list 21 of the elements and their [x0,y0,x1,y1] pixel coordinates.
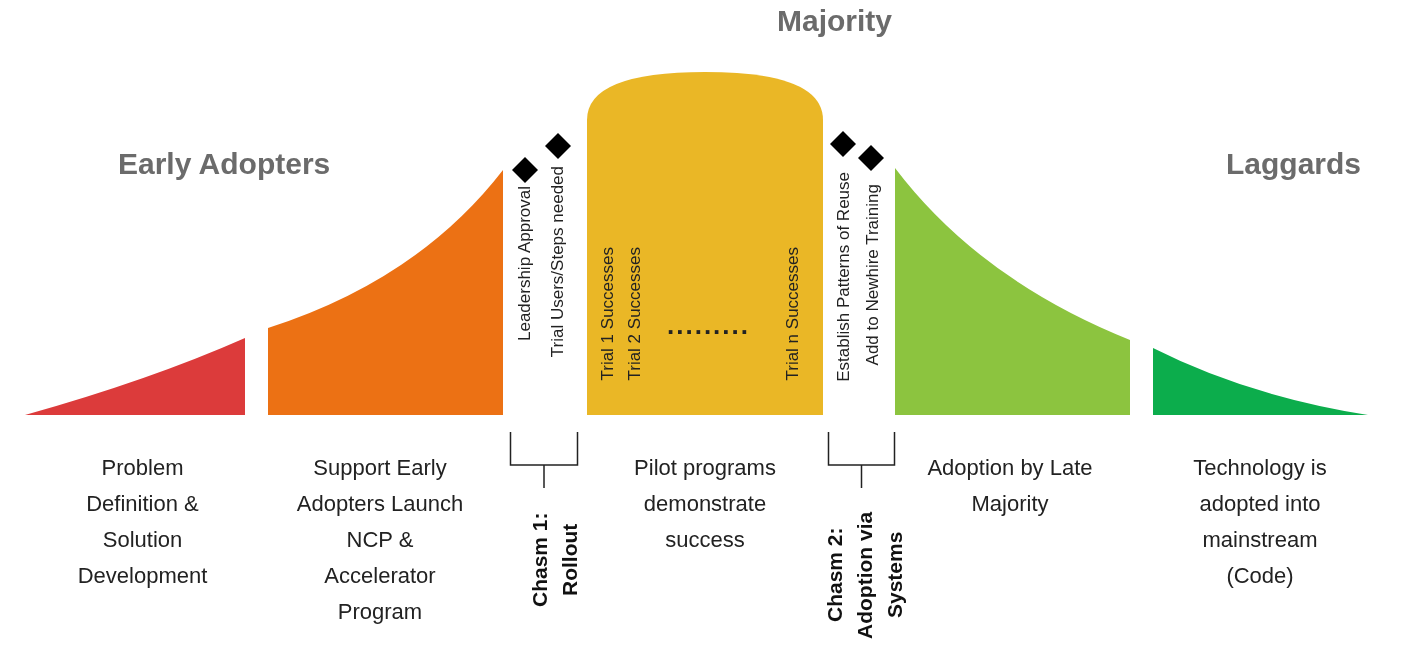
description-text: Technology is adopted into mainstream (Code) [1192,454,1328,590]
rotated-label: Add to Newhire Training [864,184,881,366]
rotated-label: Establish Patterns of Reuse [835,172,852,382]
heading-text: Majority [777,4,893,38]
curve-segment [1153,348,1368,415]
ellipsis-text: ......... [667,310,750,341]
rotated-label: Trial 1 Successes [599,247,616,381]
description-text: Adoption by Late Majority [926,454,1094,518]
rotated-label: Trial n Successes [784,247,801,381]
curve-segment [587,72,823,415]
chasm-label: Chasm 1: Rollout [527,511,582,610]
curve-segment [895,168,1130,415]
rotated-label: Trial Users/Steps needed [549,166,566,358]
curve-segment [25,338,245,415]
description-text: Pilot programs demonstrate success [633,454,777,554]
description-text: Support Early Adopters Launch NCP & Accelerator Program [295,454,465,626]
description-text: Problem Definition & Solution Development [76,454,209,590]
heading-text: Laggards [1226,147,1362,181]
chasm-label: Chasm 2: Adoption via Systems [822,510,907,641]
rotated-label: Trial 2 Successes [626,247,643,381]
heading-text: Early Adopters [118,147,331,181]
